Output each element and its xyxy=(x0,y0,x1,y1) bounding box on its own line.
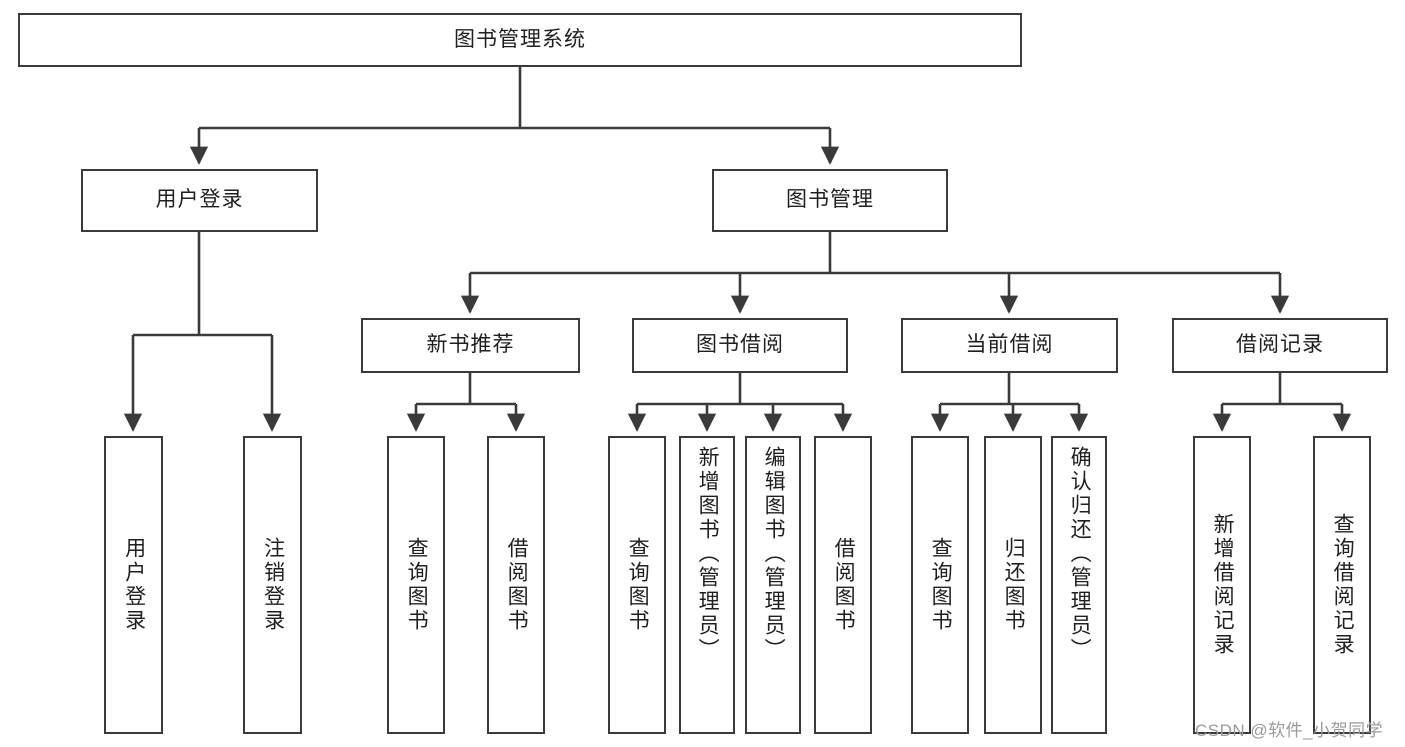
node-book-management-label: 图书管理 xyxy=(786,188,874,212)
node-leaf-query-book-rec-label: 查询图书 xyxy=(405,537,429,633)
node-root[interactable]: 图书管理系统 xyxy=(18,13,1022,67)
node-leaf-borrow-book[interactable]: 借阅图书 xyxy=(814,436,872,734)
node-book-borrow[interactable]: 图书借阅 xyxy=(632,318,848,373)
node-leaf-confirm-return-admin[interactable]: 确认归还（管理员） xyxy=(1051,436,1107,734)
node-leaf-logout[interactable]: 注销登录 xyxy=(243,436,302,734)
node-leaf-edit-book-admin-label: 编辑图书（管理员） xyxy=(762,446,786,662)
node-book-borrow-label: 图书借阅 xyxy=(696,333,784,357)
csdn-watermark: CSDN @软件_小贺同学 xyxy=(1195,721,1384,740)
node-current-borrow[interactable]: 当前借阅 xyxy=(901,318,1118,373)
node-leaf-add-borrow-record-label: 新增借阅记录 xyxy=(1211,513,1235,657)
node-new-book-recommend-label: 新书推荐 xyxy=(426,333,515,357)
node-leaf-logout-label: 注销登录 xyxy=(261,537,285,633)
node-leaf-query-book-current[interactable]: 查询图书 xyxy=(911,436,969,734)
node-user-login[interactable]: 用户登录 xyxy=(81,169,318,232)
node-leaf-edit-book-admin[interactable]: 编辑图书（管理员） xyxy=(745,436,801,734)
node-leaf-confirm-return-admin-label: 确认归还（管理员） xyxy=(1068,446,1092,662)
node-leaf-borrow-book-rec-label: 借阅图书 xyxy=(505,537,529,633)
node-leaf-user-login-label: 用户登录 xyxy=(122,537,146,633)
node-leaf-query-book-borrow-label: 查询图书 xyxy=(626,537,650,633)
node-leaf-add-borrow-record[interactable]: 新增借阅记录 xyxy=(1193,436,1251,734)
node-leaf-query-book-current-label: 查询图书 xyxy=(929,537,953,633)
node-leaf-return-book[interactable]: 归还图书 xyxy=(984,436,1042,734)
node-leaf-return-book-label: 归还图书 xyxy=(1002,537,1026,633)
node-book-management[interactable]: 图书管理 xyxy=(712,169,948,232)
node-user-login-label: 用户登录 xyxy=(155,188,244,212)
node-borrow-record-label: 借阅记录 xyxy=(1236,333,1324,357)
node-leaf-query-book-borrow[interactable]: 查询图书 xyxy=(608,436,666,734)
node-root-label: 图书管理系统 xyxy=(454,27,586,51)
node-leaf-query-book-rec[interactable]: 查询图书 xyxy=(387,436,445,734)
node-leaf-borrow-book-label: 借阅图书 xyxy=(832,537,856,633)
node-leaf-query-borrow-record-label: 查询借阅记录 xyxy=(1331,513,1355,657)
node-leaf-add-book-admin-label: 新增图书（管理员） xyxy=(696,446,720,662)
node-borrow-record[interactable]: 借阅记录 xyxy=(1172,318,1388,373)
node-current-borrow-label: 当前借阅 xyxy=(965,333,1054,357)
node-leaf-borrow-book-rec[interactable]: 借阅图书 xyxy=(487,436,545,734)
node-leaf-query-borrow-record[interactable]: 查询借阅记录 xyxy=(1313,436,1371,734)
node-new-book-recommend[interactable]: 新书推荐 xyxy=(361,318,580,373)
node-leaf-user-login[interactable]: 用户登录 xyxy=(104,436,163,734)
node-leaf-add-book-admin[interactable]: 新增图书（管理员） xyxy=(679,436,735,734)
